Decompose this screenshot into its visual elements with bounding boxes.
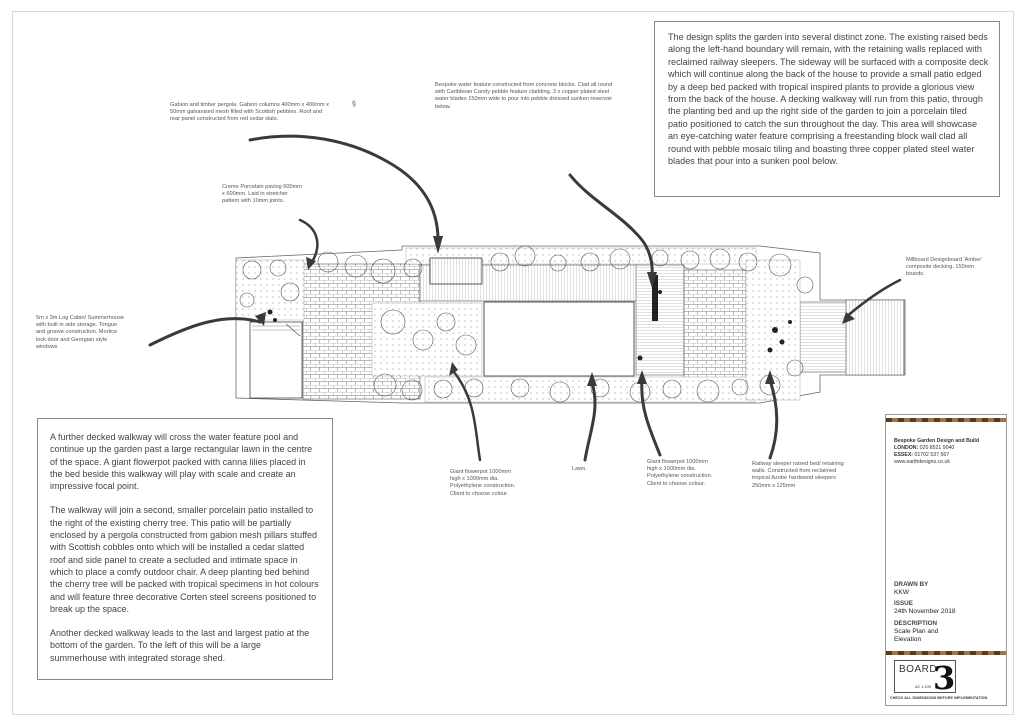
lawn-area (483, 301, 635, 377)
issue-date: 24th November 2018 (894, 608, 956, 615)
garden-outline (235, 245, 906, 404)
lawn-annotation: Lawn. (572, 466, 587, 472)
drawn-by-label: DRAWN BY (894, 581, 929, 588)
description-paragraph-2: The walkway will join a second, smaller … (50, 505, 319, 614)
drawn-by-value: KKW (894, 589, 910, 596)
company-website: www.earthdesigns.co.uk (894, 459, 950, 465)
paving-annotation: Creme Porcelain paving 600mm x 600mm. La… (222, 184, 302, 205)
sleepers-annotation: Railway sleeper raised bed/ retaining wa… (752, 461, 844, 489)
description-paragraph-1: A further decked walkway will cross the … (50, 432, 313, 492)
log-cabin-shape (249, 321, 303, 399)
water-feature-shape (652, 275, 658, 321)
deck-walkway-right (635, 264, 685, 376)
essex-label: ESSEX: (894, 452, 914, 458)
description-paragraph-3: Another decked walkway leads to the last… (50, 628, 310, 663)
planting-bed-centre (371, 302, 483, 377)
section-mark: § (352, 101, 356, 108)
board-word: BOARD (899, 664, 938, 675)
title-block: Bespoke Garden Design and Build LONDON: … (885, 414, 1007, 706)
company-details: Bespoke Garden Design and Build LONDON: … (894, 438, 979, 466)
pergola-shape (429, 257, 483, 285)
issue-label: ISSUE (894, 600, 913, 607)
plant-symbols (239, 245, 814, 403)
description-label: DESCRIPTION (894, 620, 938, 627)
london-label: LONDON: (894, 445, 919, 451)
pergola-annotation: Gabion and timber pergola. Gabion column… (170, 102, 329, 123)
arrow-heads (255, 236, 855, 386)
water-feature-annotation: Bespoke water feature constructed from c… (435, 82, 613, 110)
flowerpot-annotation-1: Giant flowerpot 1000mm high x 1000mm dia… (450, 469, 516, 497)
check-dimensions-note: CHECK ALL DIMENSIONS BEFORE IMPLEMENTATI… (890, 696, 988, 700)
drawing-sheet (12, 11, 1014, 715)
company-name: Bespoke Garden Design and Build (894, 438, 980, 444)
intro-paragraph: The design splits the garden into severa… (668, 32, 989, 167)
london-phone: 020 8521 9040 (919, 445, 955, 451)
title-stripe-bottom (886, 651, 1006, 655)
flowerpot-annotation-2: Giant flowerpot 1000mm high x 1000mm dia… (647, 459, 713, 487)
annotation-arrows (148, 134, 902, 462)
description-line-2: Elevation (894, 636, 922, 643)
small-patio (683, 269, 747, 381)
feature-plants (267, 290, 792, 361)
description-textbox: A further decked walkway will cross the … (37, 418, 333, 680)
essex-phone: 01702 537 567 (914, 452, 950, 458)
log-cabin-annotation: 5m x 3m Log Cabin/ Summerhouse with buil… (36, 315, 124, 350)
side-deck (845, 299, 905, 376)
board-box: BOARD 3 A2 1:100 (894, 659, 956, 697)
title-stripe-top (886, 418, 1006, 422)
decking-annotation: Millboard Designboard 'Amber' composite … (906, 257, 983, 278)
board-number: 3 (933, 659, 956, 697)
board-scale: A2 1:100 (915, 684, 932, 689)
intro-textbox: The design splits the garden into severa… (654, 21, 1000, 197)
description-line-1: Scale Plan and (894, 628, 939, 635)
